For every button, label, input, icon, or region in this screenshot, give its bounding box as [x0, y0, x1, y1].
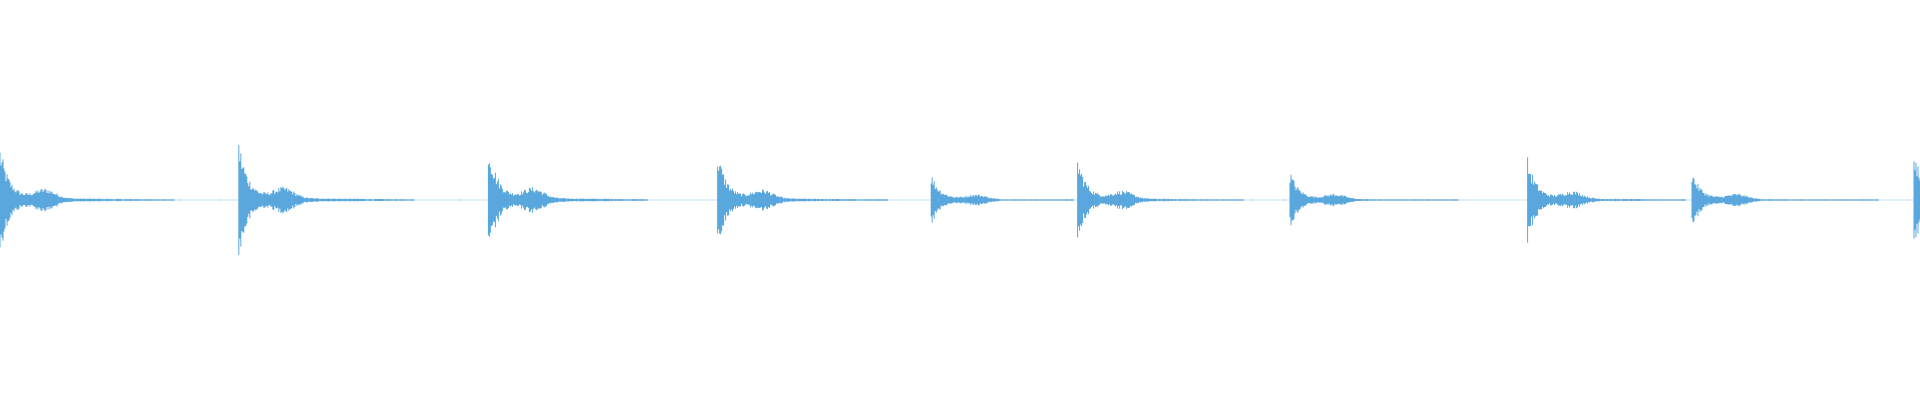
waveform-segment [1527, 157, 1687, 243]
waveform-segment [1289, 174, 1459, 226]
waveform-segment [0, 152, 222, 248]
waveform-segment [1691, 177, 1879, 223]
waveform-segment [717, 165, 889, 235]
waveform-segment [487, 163, 648, 237]
waveform-segment [1077, 162, 1285, 238]
waveform-segment [930, 177, 1074, 223]
waveform-segment [1913, 161, 1920, 239]
waveform-segment [238, 145, 461, 255]
